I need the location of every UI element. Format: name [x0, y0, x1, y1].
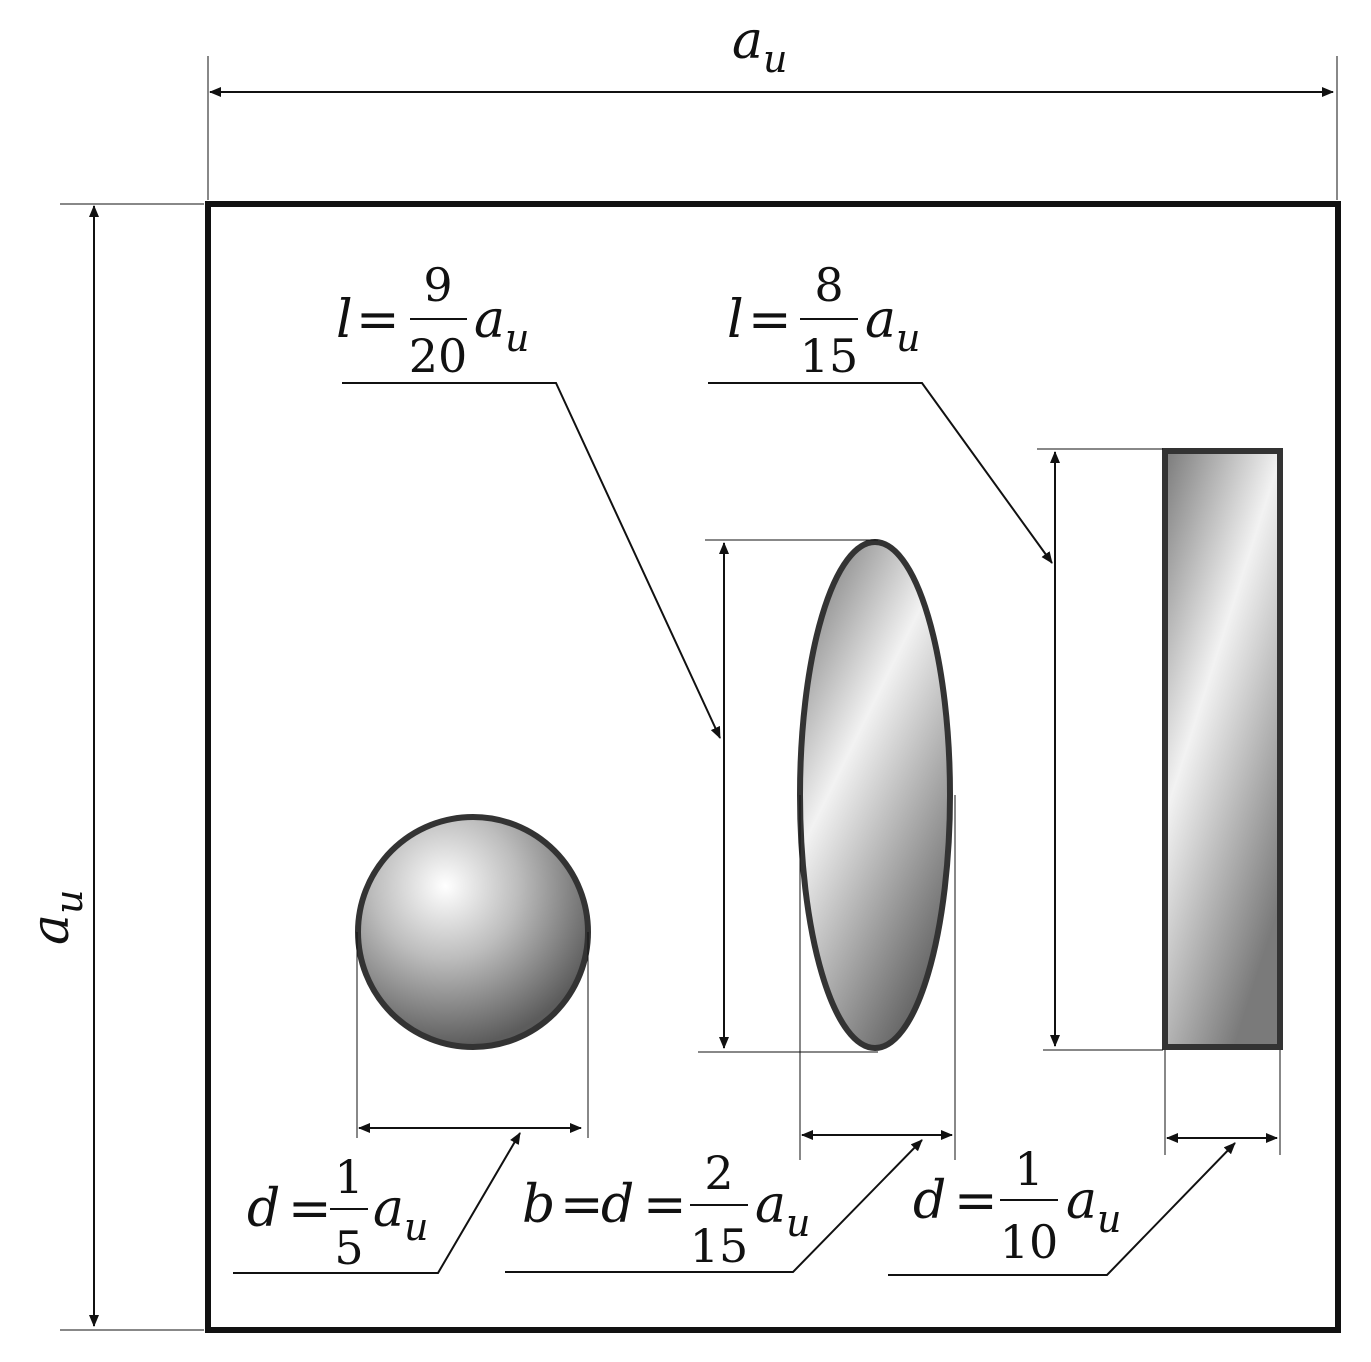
cylinder-shape [1162, 448, 1283, 1050]
sphere-shape [355, 814, 591, 1050]
svg-text:au: au [755, 1175, 811, 1245]
svg-text:=: = [288, 1179, 332, 1239]
left-dimension: au [21, 203, 204, 1331]
svg-text:d: d [913, 1171, 946, 1231]
svg-text:l: l [336, 290, 353, 350]
svg-text:au: au [373, 1179, 429, 1249]
ellipsoid-width-label: b = d = 2 15 au [522, 1146, 811, 1273]
svg-text:9: 9 [423, 258, 452, 312]
svg-text:=: = [954, 1171, 998, 1231]
cylinder-diameter-label: d = 1 10 au [913, 1142, 1122, 1269]
svg-text:d: d [247, 1179, 280, 1239]
svg-text:au: au [865, 290, 921, 360]
sphere-diameter-label: d = 1 5 au [247, 1150, 429, 1275]
svg-text:15: 15 [690, 1219, 749, 1273]
cylinder-length-label: l = 8 15 au [727, 258, 921, 383]
svg-text:au: au [1066, 1171, 1122, 1241]
svg-text:d: d [601, 1175, 634, 1235]
svg-text:2: 2 [704, 1146, 733, 1200]
sphere-dimension [233, 932, 589, 1274]
ellipsoid-width-dimension [505, 795, 956, 1273]
svg-text:=: = [356, 290, 400, 350]
left-dimension-label: au [21, 890, 91, 946]
svg-text:8: 8 [814, 258, 843, 312]
top-dimension: au [207, 11, 1338, 200]
top-dimension-label: au [732, 11, 788, 81]
svg-text:1: 1 [334, 1150, 363, 1204]
cylinder-diameter-dimension [888, 1050, 1281, 1276]
svg-text:l: l [727, 290, 744, 350]
domain-box [205, 201, 1341, 1333]
svg-text:20: 20 [409, 329, 468, 383]
svg-text:=: = [560, 1175, 604, 1235]
svg-text:=: = [748, 290, 792, 350]
ellipsoid-length-label: l = 9 20 au [336, 258, 530, 383]
ellipsoid-length-dimension [342, 382, 878, 1053]
svg-text:5: 5 [334, 1221, 363, 1275]
svg-text:b: b [522, 1175, 555, 1235]
svg-text:10: 10 [1000, 1215, 1059, 1269]
svg-text:1: 1 [1014, 1142, 1043, 1196]
cylinder-length-dimension [708, 382, 1163, 1051]
svg-text:15: 15 [800, 329, 859, 383]
svg-text:=: = [643, 1175, 687, 1235]
ellipsoid-shape [797, 539, 953, 1051]
svg-text:au: au [474, 290, 530, 360]
